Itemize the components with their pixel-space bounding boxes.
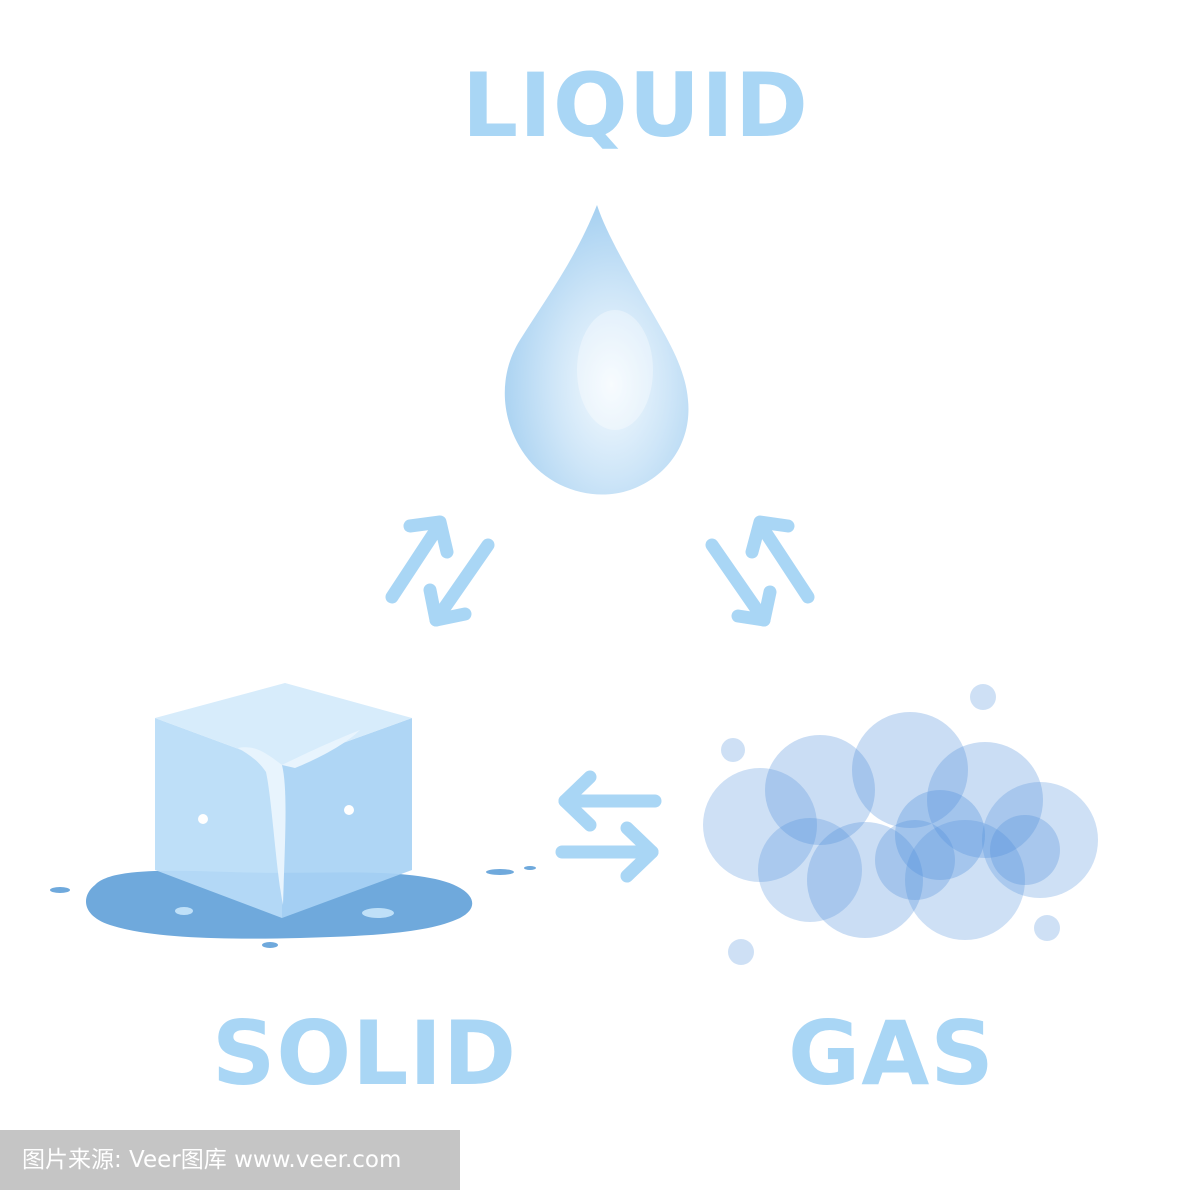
solid-liquid-arrows-icon bbox=[385, 515, 495, 627]
water-drop-icon bbox=[504, 205, 689, 495]
liquid-label: LIQUID bbox=[462, 54, 809, 157]
gas-bubbles-icon bbox=[703, 684, 1098, 965]
solid-gas-arrows-icon bbox=[555, 770, 662, 883]
liquid-gas-arrows-icon bbox=[705, 515, 815, 627]
solid-label: SOLID bbox=[212, 1002, 518, 1105]
gas-label: GAS bbox=[788, 1002, 995, 1105]
ice-cube-icon bbox=[50, 683, 536, 948]
watermark-banner: 图片来源: Veer图库 www.veer.com bbox=[0, 1130, 460, 1190]
